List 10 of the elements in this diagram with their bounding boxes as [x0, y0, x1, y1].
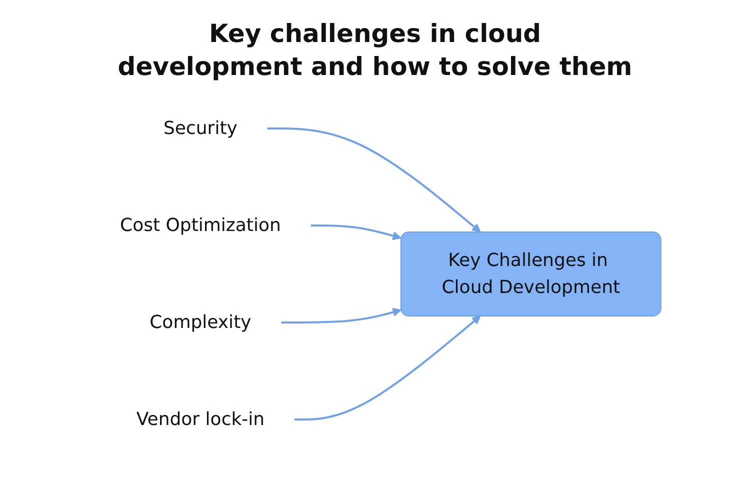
node-text: Vendor lock-in: [136, 409, 264, 430]
node-text: Cost Optimization: [120, 215, 280, 236]
node-box: Key Challenges in Cloud Development: [400, 232, 661, 316]
arrow: [294, 316, 480, 420]
node-text: Security: [163, 118, 237, 139]
arrow: [266, 128, 480, 232]
arrow: [280, 308, 401, 324]
arrow: [310, 224, 401, 240]
title: Key challenges in cloud development and how to solve them: [116, 18, 634, 82]
node-text: Complexity: [149, 312, 251, 333]
